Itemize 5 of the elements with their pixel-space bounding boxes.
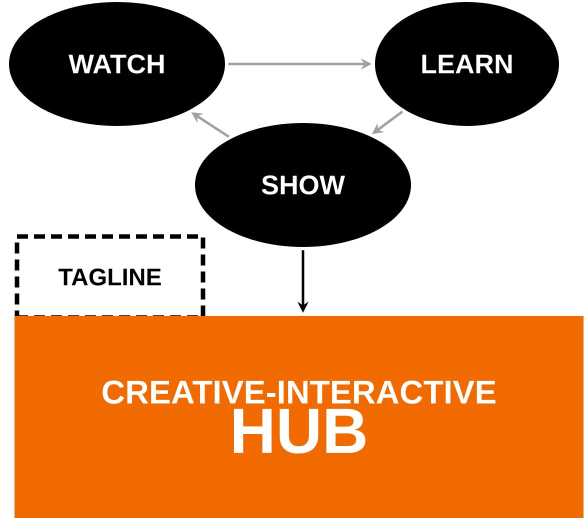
ellipse-node: WATCH [9, 2, 225, 126]
hub-box: CREATIVE-INTERACTIVE HUB [14, 316, 584, 518]
dashed-box: TAGLINE [14, 234, 206, 320]
ellipse-node: SHOW [195, 123, 411, 247]
ellipse-node: LEARN [375, 2, 559, 126]
